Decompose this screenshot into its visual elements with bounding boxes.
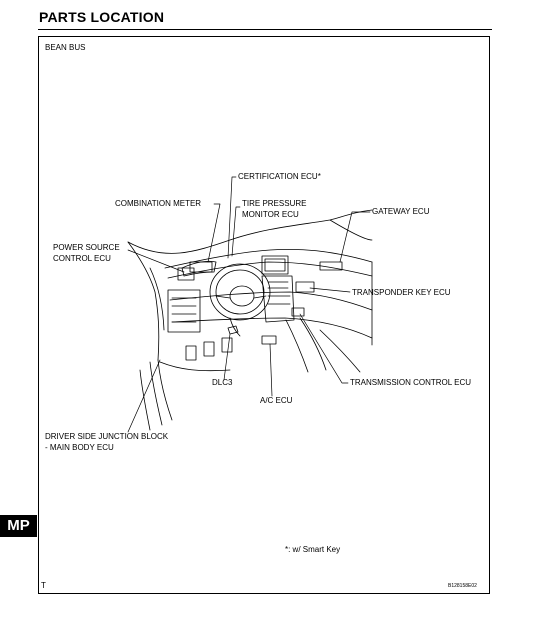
label-driver-junction-1: DRIVER SIDE JUNCTION BLOCK (45, 432, 169, 441)
meter-hood (181, 260, 217, 277)
pedal-3 (221, 337, 233, 353)
title-divider (38, 29, 492, 30)
page-title: PARTS LOCATION (39, 9, 165, 25)
leader-lines (127, 176, 371, 433)
steering-spoke-1 (215, 295, 231, 299)
door-line-left-2 (149, 361, 163, 426)
label-gateway-ecu: GATEWAY ECU (372, 207, 430, 216)
figure-frame (38, 36, 490, 594)
roof-right (329, 219, 373, 241)
center-stack (261, 275, 295, 323)
door-line-left-3 (139, 369, 151, 431)
center-display (261, 255, 289, 275)
gateway-ecu-box (319, 261, 343, 271)
figure-subtitle: BEAN BUS (45, 43, 86, 52)
transmission-ecu-box (291, 307, 305, 317)
corner-mark: T (41, 581, 46, 590)
label-transmission-control-ecu: TRANSMISSION CONTROL ECU (350, 378, 472, 387)
label-combination-meter: COMBINATION METER (115, 199, 202, 208)
dash-lower (171, 317, 373, 339)
junction-block (167, 289, 201, 333)
label-transponder-key-ecu: TRANSPONDER KEY ECU (352, 288, 451, 297)
pedal-1 (185, 345, 197, 361)
dash-top-2 (167, 261, 373, 279)
ac-ecu-box (261, 335, 277, 345)
label-tire-pressure-2: MONITOR ECU (242, 210, 299, 219)
console-2 (299, 317, 327, 371)
steering-hub (229, 285, 255, 307)
floor-left (159, 361, 231, 372)
console-3 (319, 329, 361, 373)
console (285, 319, 309, 373)
steering-column (229, 317, 241, 337)
dlc3-box (227, 325, 239, 335)
steering-wheel-inner (215, 269, 265, 315)
power-source-ecu-box (177, 267, 195, 281)
label-power-source-2: CONTROL ECU (53, 254, 111, 263)
pedal-2 (203, 341, 215, 357)
label-tire-pressure-1: TIRE PRESSURE (242, 199, 307, 208)
a-pillar-left (127, 241, 160, 361)
figure-id: B128158E02 (448, 583, 477, 589)
transponder-ecu-box (295, 281, 315, 293)
meter-box (189, 261, 213, 273)
label-dlc3: DLC3 (212, 378, 233, 387)
label-ac-ecu: A/C ECU (260, 396, 293, 405)
footnote: *: w/ Smart Key (285, 545, 341, 554)
a-pillar-left-inner (149, 267, 165, 331)
dash-top (164, 248, 373, 269)
section-tab: MP (0, 515, 37, 537)
label-driver-junction-2: - MAIN BODY ECU (45, 443, 114, 452)
door-line-left (157, 359, 173, 421)
label-power-source-1: POWER SOURCE (53, 243, 120, 252)
steering-wheel (209, 263, 271, 321)
dash-front (169, 291, 373, 311)
windshield-outline (127, 209, 373, 254)
label-certification-ecu: CERTIFICATION ECU* (238, 172, 321, 181)
center-display-inner (264, 258, 286, 272)
